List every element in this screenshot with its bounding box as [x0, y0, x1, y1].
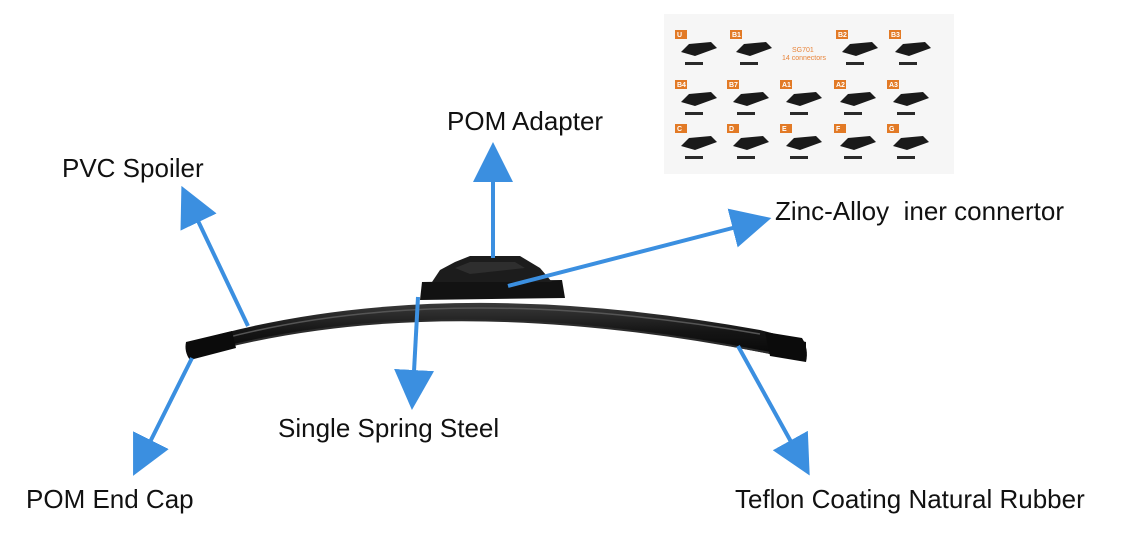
connector-tag-label: B1 [732, 32, 741, 39]
connector-tag-label: F [836, 126, 841, 133]
connector-tag [834, 124, 846, 133]
connector-pin [846, 62, 864, 65]
connector-part [786, 136, 822, 150]
connector-tag-label: A1 [782, 82, 791, 89]
connector-thumb: F [834, 124, 876, 159]
connector-tag [730, 30, 742, 39]
connector-pin [844, 112, 862, 115]
connector-pin [790, 112, 808, 115]
connector-pin [740, 62, 758, 65]
connector-part [893, 136, 929, 150]
connector-pin [897, 156, 915, 159]
connector-part [733, 92, 769, 106]
connector-thumb: B7 [727, 80, 769, 115]
connector-tag [675, 80, 687, 89]
connector-part [681, 92, 717, 106]
connector-tag-label: D [729, 126, 734, 133]
connector-thumb: E [780, 124, 822, 159]
connector-thumb: A2 [834, 80, 876, 115]
connector-tag [780, 80, 792, 89]
label-pom-adapter: POM Adapter [447, 106, 603, 136]
connector-tag-label: A2 [836, 82, 845, 89]
blade-rubber-edge [191, 319, 771, 357]
connector-part [786, 92, 822, 106]
connector-tag-label: A3 [889, 82, 898, 89]
connector-tag-label: B3 [891, 32, 900, 39]
wiper-blade [185, 256, 807, 362]
connector-pin [685, 112, 703, 115]
connector-tag [887, 124, 899, 133]
adapter-base [420, 280, 565, 300]
connector-tag-label: B2 [838, 32, 847, 39]
connector-part [893, 92, 929, 106]
connector-tag-label: E [782, 126, 787, 133]
blade-highlight [199, 307, 761, 346]
connector-tag [727, 124, 739, 133]
connector-pin [685, 62, 703, 65]
connector-thumb: G [887, 124, 929, 159]
connector-tag-label: C [677, 126, 682, 133]
connector-part [733, 136, 769, 150]
connector-kit-subtitle: 14 connectors [782, 55, 826, 62]
connector-pin [737, 112, 755, 115]
label-single-spring-steel: Single Spring Steel [278, 413, 499, 443]
arrow-pom-end-cap [133, 357, 194, 476]
connector-part [736, 42, 772, 56]
label-zinc-alloy-connector: Zinc-Alloy iner connertor [775, 196, 1064, 226]
connector-pin [790, 156, 808, 159]
label-pvc-spoiler: PVC Spoiler [62, 153, 204, 183]
connector-thumb: B4 [675, 80, 717, 115]
label-pom-end-cap: POM End Cap [26, 484, 194, 514]
arrow-teflon-rubber [736, 345, 810, 476]
connector-thumb: B2 [836, 30, 878, 65]
connector-thumb: D [727, 124, 769, 159]
connector-pin [844, 156, 862, 159]
blade-spoiler-body [188, 302, 806, 360]
connector-tag [780, 124, 792, 133]
connector-pin [685, 156, 703, 159]
connector-tag [675, 124, 687, 133]
connector-part [681, 42, 717, 56]
connector-tag-label: B4 [677, 82, 686, 89]
connector-tag [834, 80, 846, 89]
adapter-detail [455, 262, 525, 274]
connector-part [895, 42, 931, 56]
connector-part [681, 136, 717, 150]
connector-pin [737, 156, 755, 159]
label-teflon-coating-rubber: Teflon Coating Natural Rubber [735, 484, 1085, 514]
connector-thumb: C [675, 124, 717, 159]
connector-thumb: A3 [887, 80, 929, 115]
connector-tag [836, 30, 848, 39]
connector-part [840, 92, 876, 106]
connector-kit-title: SG701 [792, 47, 814, 54]
left-end-cap [185, 331, 236, 360]
connector-tag-label: B7 [729, 82, 738, 89]
connector-thumb: B3 [889, 30, 931, 65]
connector-tag [727, 80, 739, 89]
connector-part [840, 136, 876, 150]
connector-tag [889, 30, 901, 39]
connector-tag-label: G [889, 126, 895, 133]
connector-tag [675, 30, 687, 39]
arrow-single-spring [394, 296, 435, 410]
right-end-cap [765, 332, 807, 362]
connector-tag [887, 80, 899, 89]
connector-pin [897, 112, 915, 115]
connector-thumb: A1 [780, 80, 822, 115]
arrow-pvc-spoiler [180, 185, 250, 327]
connector-tag-label: U [677, 32, 682, 39]
arrow-zinc-alloy [507, 208, 772, 288]
connector-pin [899, 62, 917, 65]
connector-part [842, 42, 878, 56]
callout-arrows [133, 142, 810, 476]
connector-thumb: B1 [730, 30, 772, 65]
connector-thumb: U [675, 30, 717, 65]
